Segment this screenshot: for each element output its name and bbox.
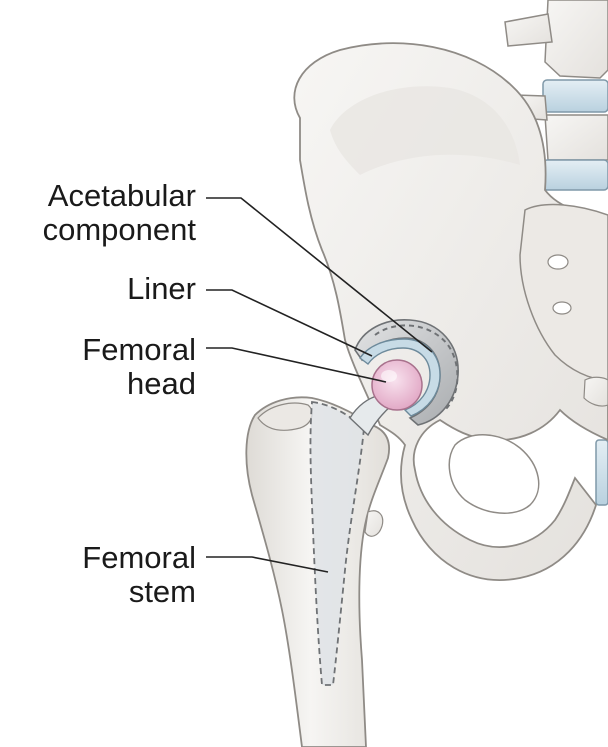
label-liner: Liner bbox=[127, 272, 196, 306]
label-acetabular-component-line-2: component bbox=[43, 213, 196, 247]
label-femoral-head-line-1: Femoral bbox=[82, 333, 196, 367]
sacral-foramen-1 bbox=[548, 255, 568, 269]
label-femoral-head: Femoral head bbox=[82, 333, 196, 401]
obturator-foramen bbox=[449, 435, 538, 513]
intervertebral-disc-3 bbox=[596, 440, 608, 505]
label-femoral-head-line-2: head bbox=[82, 367, 196, 401]
label-femoral-stem-line-1: Femoral bbox=[82, 541, 196, 575]
vertebra-process-top bbox=[505, 14, 552, 46]
intervertebral-disc-1 bbox=[543, 80, 608, 112]
vertebra-middle bbox=[545, 115, 608, 160]
label-acetabular-component: Acetabular component bbox=[43, 179, 196, 247]
intervertebral-disc-2 bbox=[543, 160, 608, 190]
label-acetabular-component-line-1: Acetabular bbox=[43, 179, 196, 213]
label-femoral-stem: Femoral stem bbox=[82, 541, 196, 609]
lesser-trochanter bbox=[365, 511, 383, 536]
femoral-head bbox=[372, 360, 422, 410]
femoral-head-ball bbox=[372, 360, 422, 410]
femoral-head-highlight bbox=[381, 370, 397, 382]
label-femoral-stem-line-2: stem bbox=[82, 575, 196, 609]
vertebra-top bbox=[545, 0, 608, 78]
label-liner-line-1: Liner bbox=[127, 272, 196, 306]
pubis-right bbox=[584, 377, 608, 406]
sacral-foramen-2 bbox=[553, 302, 571, 314]
